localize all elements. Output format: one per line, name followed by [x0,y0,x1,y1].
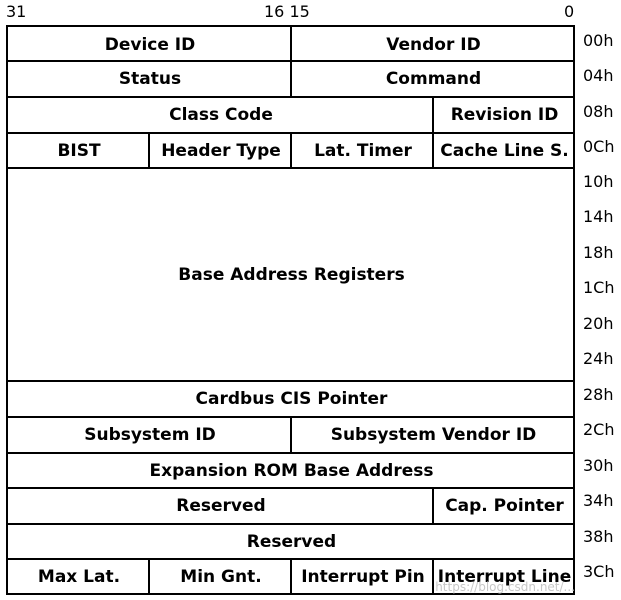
watermark: https://blog.csdn.net/... [435,580,575,594]
reserved-field-38h: Reserved [246,531,337,552]
offset-label: 0Ch [583,137,615,156]
bit-0-label: 0 [564,2,575,21]
offset-label: 34h [583,491,614,510]
cache-line-size-field: Cache Line S. [440,140,569,161]
subsystem-id-field: Subsystem ID [84,425,216,445]
col-divider [148,558,150,595]
header-type-field: Header Type [161,140,281,161]
subsystem-vendor-id-field: Subsystem Vendor ID [330,425,537,445]
offset-label: 04h [583,66,614,85]
status-field: Status [118,69,182,89]
revision-id-field: Revision ID [450,105,559,125]
offset-label: 1Ch [583,278,615,297]
lat-timer-field: Lat. Timer [314,140,412,161]
col-divider [290,132,292,169]
class-code-field: Class Code [169,105,273,125]
offset-label: 3Ch [583,562,615,581]
offset-label: 24h [583,349,614,368]
col-divider [432,558,434,595]
row-divider [8,487,573,489]
offset-label: 30h [583,456,614,475]
col-divider [432,96,434,169]
cap-pointer-field: Cap. Pointer [445,496,564,516]
vendor-id-field: Vendor ID [386,34,481,55]
base-address-registers-field: Base Address Registers [178,264,405,285]
offset-label: 28h [583,385,614,404]
offset-label: 18h [583,243,614,262]
offset-label: 20h [583,314,614,333]
offset-label: 38h [583,527,614,546]
col-divider [432,487,434,525]
bist-field: BIST [57,140,101,161]
offset-label: 10h [583,172,614,191]
col-divider [290,60,292,98]
bit-31-label: 31 [6,2,27,21]
col-divider [290,558,292,595]
device-id-field: Device ID [104,34,196,55]
interrupt-line-field: Interrupt Line [437,566,572,587]
cardbus-cis-pointer-field: Cardbus CIS Pointer [195,389,388,409]
bit-16-15-label: 16 15 [264,2,310,21]
reserved-field-34h: Reserved [176,496,266,516]
col-divider [290,416,292,454]
row-divider [8,380,573,382]
offset-label: 08h [583,102,614,121]
interrupt-pin-field: Interrupt Pin [301,566,425,587]
offset-label: 00h [583,31,614,50]
offset-label: 2Ch [583,420,615,439]
expansion-rom-base-address-field: Expansion ROM Base Address [149,460,434,481]
max-lat-field: Max Lat. [37,566,121,587]
offset-label: 14h [583,207,614,226]
col-divider [290,27,292,62]
row-divider [8,523,573,525]
col-divider [148,132,150,169]
command-field: Command [385,69,482,89]
pci-config-header-grid: Device ID Vendor ID Status Command Class… [6,25,575,595]
min-gnt-field: Min Gnt. [180,566,262,587]
